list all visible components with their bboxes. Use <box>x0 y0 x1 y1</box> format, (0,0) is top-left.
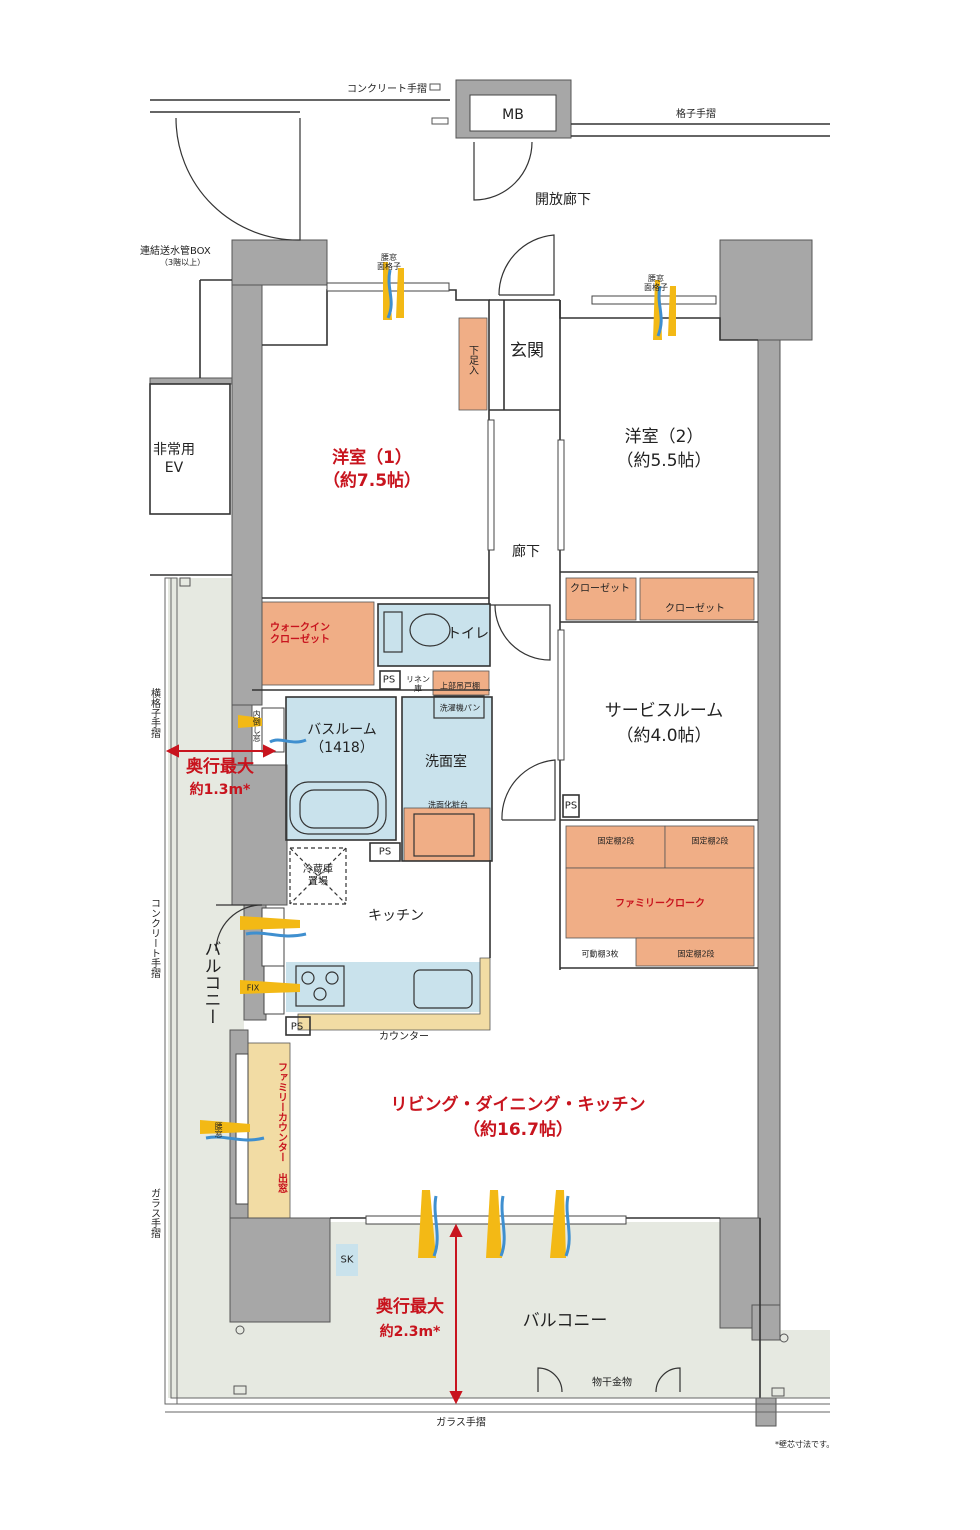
family-cloak-area <box>565 867 755 939</box>
toilet-bowl <box>409 613 451 647</box>
western-room-2-size: （約5.5帖） <box>616 451 712 472</box>
walk-in-closet <box>255 601 375 686</box>
depth-front-value: 約2.3m* <box>379 1323 441 1340</box>
upper-cabinet-label: 上部吊戸棚 <box>440 681 480 691</box>
western-room-1-size: （約7.5帖） <box>322 471 422 492</box>
fridge-space-label: 冷蔵庫 置場 <box>303 864 333 888</box>
closet-large-label: クローゼット <box>665 603 725 615</box>
balcony-front-label: バルコニー <box>522 1311 608 1332</box>
shoe-storage-label: 下足入 <box>466 345 478 375</box>
shoe-storage <box>458 317 488 411</box>
entrance-label: 玄関 <box>510 341 544 362</box>
bathroom-size: （1418） <box>310 739 374 756</box>
kitchen-label: キッチン <box>368 907 424 924</box>
partitions <box>149 99 830 1413</box>
closet-small <box>565 577 637 621</box>
western-room-1-name: 洋室（1） <box>332 448 412 469</box>
pipes-and-rails <box>179 83 789 1397</box>
sk-sink <box>336 1244 358 1276</box>
linen-shelf-label: リネン 庫 <box>406 674 430 693</box>
toilet-label: トイレ <box>447 625 489 642</box>
bathtub <box>289 781 387 835</box>
mb-label: MB <box>502 106 524 123</box>
vanity-basin <box>413 813 475 857</box>
washer-pan <box>433 695 485 719</box>
family-counter <box>247 1042 291 1219</box>
waist-window-lattice-1-label: 腰窓 面格子 <box>377 252 401 271</box>
fixed-shelf-c-area <box>635 937 755 967</box>
ldk-size: （約16.7帖） <box>463 1120 573 1141</box>
concrete-rail-top-label: コンクリート手摺 <box>347 84 427 95</box>
ps-2-label: PS <box>378 846 392 858</box>
counters <box>247 957 491 1219</box>
vanity-label: 洗面化粧台 <box>428 800 468 810</box>
washroom-label: 洗面室 <box>425 753 467 770</box>
ps-4-label: PS <box>290 1021 304 1033</box>
depth-side-value: 約1.3m* <box>189 781 251 798</box>
depth-front-title: 奥行最大 <box>376 1297 444 1318</box>
kitchen-sink <box>413 969 473 1009</box>
bathroom-name: バスルーム <box>307 721 377 738</box>
fixed-shelf-c-label: 固定棚2段 <box>677 949 715 959</box>
movable-shelf-label: 可動棚3枚 <box>581 949 619 959</box>
family-counter-label: ファミリーカウンター 出窓 <box>275 1062 287 1193</box>
western-room-2-name: 洋室（2） <box>624 427 704 448</box>
depth-side-title: 奥行最大 <box>186 757 254 778</box>
fridge-space <box>289 847 347 905</box>
airflow-indicators <box>200 262 676 1258</box>
clothes-hanger-label: 物干金物 <box>592 1377 632 1389</box>
bathtub-inner <box>299 789 379 829</box>
fixed-shelf-a-area <box>565 825 666 869</box>
emergency-ev-label-2: EV <box>164 459 184 476</box>
toilet-tank <box>383 611 403 653</box>
hallway-label: 廊下 <box>512 543 540 560</box>
balcony-side-label: バルコニー <box>200 940 221 1025</box>
open-corridor-label: 開放廊下 <box>535 191 591 208</box>
fixed-shelf-b-area <box>664 825 755 869</box>
bathroom-area <box>286 697 396 840</box>
walk-in-closet-label: ウォークイン クローゼット <box>270 622 330 646</box>
sk-label: SK <box>340 1254 354 1266</box>
closet-small-label: クローゼット <box>570 583 630 595</box>
glass-rail-side-label: ガラス手摺 <box>148 1188 160 1238</box>
washer-pan-label: 洗濯機パン <box>439 703 481 713</box>
waist-window-lattice-2-label: 腰窓 面格子 <box>644 273 668 292</box>
horizontal-lattice-rail-label: 横格子手摺 <box>148 688 160 738</box>
service-room-name: サービスルーム <box>604 701 724 722</box>
counter-label: カウンター <box>379 1031 429 1043</box>
service-room-size: （約4.0帖） <box>616 726 712 747</box>
fix-window-label: FIX <box>246 983 260 993</box>
inward-tilt-window-label: 内倒し窓 <box>252 710 262 742</box>
upper-cabinet <box>432 670 490 696</box>
footnote: *壁芯寸法です。 <box>775 1440 835 1449</box>
glass-rail-bottom-label: ガラス手摺 <box>436 1417 486 1429</box>
ldk-name: リビング・ダイニング・キッチン <box>390 1095 646 1116</box>
lattice-rail-top-label: 格子手摺 <box>676 109 716 120</box>
emergency-ev-label-1: 非常用 <box>153 441 195 458</box>
doors <box>175 117 681 1393</box>
structural-walls <box>149 79 813 1427</box>
closet-large <box>639 577 755 621</box>
depth-arrows <box>165 744 463 1405</box>
ps-3-label: PS <box>564 800 578 812</box>
standpipe-note-label: （3階以上） <box>160 258 206 267</box>
ps-1-label: PS <box>382 674 396 686</box>
family-cloak-label: ファミリークローク <box>615 898 705 910</box>
standpipe-box-label: 連結送水管BOX <box>140 246 211 257</box>
concrete-rail-side-label: コンクリート手摺 <box>148 898 160 978</box>
waist-window-3-label: 腰窓 <box>214 1122 224 1138</box>
storage-areas <box>255 317 755 967</box>
fixtures <box>289 611 485 1009</box>
fixed-shelf-a-label: 固定棚2段 <box>597 836 635 846</box>
vanity-unit <box>403 807 491 862</box>
fixed-shelf-b-label: 固定棚2段 <box>691 836 729 846</box>
